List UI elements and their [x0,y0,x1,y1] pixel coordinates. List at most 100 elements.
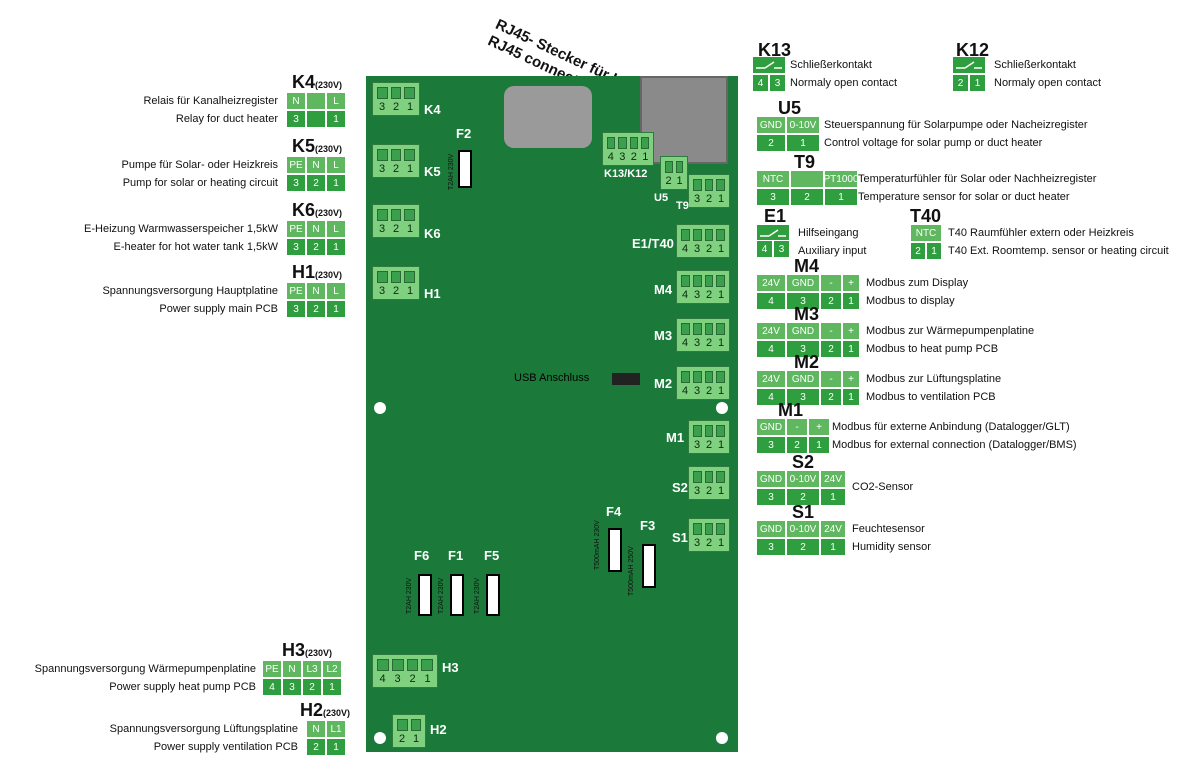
desc-e1-en: Auxiliary input [798,245,867,257]
desc-t9-de: Temperaturfühler für Solar oder Nachheiz… [858,173,1097,185]
rj45-port[interactable] [640,76,728,164]
pin-num: 2 [786,436,808,454]
desc-t40-de: T40 Raumfühler extern oder Heizkreis [948,227,1134,239]
title-k12: K12 [956,40,990,60]
pin-num: 2 [820,388,842,406]
desc-m3: Modbus zur Wärmepumpenplatine Modbus to … [866,322,1034,358]
fuse-rating-f6: T2AH 230V [406,577,413,614]
pin-table-k5: PE N L 3 2 1 [286,156,346,192]
pin-head: PE [286,282,306,300]
pin-head: L [326,282,346,300]
pin-num: 2 [302,678,322,696]
title-k4: K4(230V) [292,72,343,92]
pin-num: 1 [824,188,858,206]
pin-head: 24V [756,274,786,292]
pin-head: L [326,156,346,174]
pin-num: 2 [786,488,820,506]
usb-port[interactable] [612,373,640,385]
pin-head: GND [756,418,786,436]
desc-m4-de: Modbus zum Display [866,277,969,289]
pin-num: 2 [820,292,842,310]
pin-num: 2 [790,188,824,206]
fuse-rating-f4: T500mAH 230V [594,520,601,570]
desc-k12-en: Normaly open contact [994,77,1101,89]
pin-head: L1 [326,720,346,738]
pin-head: L3 [302,660,322,678]
desc-m2: Modbus zur Lüftungsplatine Modbus to ven… [866,370,1001,406]
pin-head: N [306,156,326,174]
desc-m1-de: Modbus für externe Anbindung (Datalogger… [832,421,1070,433]
board-label-k13-k12: K13/K12 [604,168,648,180]
desc-h1: Spannungsversorgung Hauptplatine Power s… [102,282,278,318]
pin-num: 2 [306,300,326,318]
title-e1: E1 [764,206,787,226]
desc-h1-en: Power supply main PCB [159,303,278,315]
pin-table-k6: PE N L 3 2 1 [286,220,346,256]
desc-k5: Pumpe für Solar- oder Heizkreis Pump for… [121,156,278,192]
pin-table-k13: 4 3 [752,74,786,92]
title-k13: K13 [758,40,792,60]
pin-num: 2 [952,74,969,92]
pin-head: PE [286,156,306,174]
pin-table-s1: GND 0-10V 24V 3 2 1 [756,520,846,556]
pin-num: 2 [306,738,326,756]
pin-num: 1 [326,238,346,256]
pin-head: GND [756,116,786,134]
pin-head: 0-10V [786,116,820,134]
desc-k12: Schließerkontakt Normaly open contact [994,56,1101,92]
pin-table-h1: PE N L 3 2 1 [286,282,346,318]
title-t9: T9 [794,152,816,172]
pin-num: 1 [322,678,342,696]
pin-num: 1 [786,134,820,152]
desc-h3-en: Power supply heat pump PCB [109,681,256,693]
pin-head: GND [756,470,786,488]
fuse-f5 [486,574,500,616]
pin-table-u5: GND 0-10V 2 1 [756,116,820,152]
desc-h1-de: Spannungsversorgung Hauptplatine [102,285,278,297]
board-label-m4: M4 [654,282,673,297]
pin-table-t40: 2 1 [910,242,942,260]
pin-head: 24V [820,520,846,538]
fuse-f1 [450,574,464,616]
pin-head: N [306,720,326,738]
pin-head: NTC [756,170,790,188]
fuse-label-f2: F2 [456,126,472,141]
pin-num: 1 [842,340,860,358]
pin-num: 4 [756,240,773,258]
fuse-f3 [642,544,656,588]
mount-hole [374,402,386,414]
pin-head: L [326,220,346,238]
pin-num: 4 [752,74,769,92]
pin-head: + [842,370,860,388]
pin-head: - [820,274,842,292]
pin-num: 4 [756,388,786,406]
pin-head: - [786,418,808,436]
desc-k4-en: Relay for duct heater [175,113,278,125]
pin-num: 3 [286,110,306,128]
fuse-rating-f3: T500mAH 250V [628,546,635,596]
pin-head: 24V [820,470,846,488]
title-t40: T40 [910,206,942,226]
pin-table-m3: 24V GND - + 4 3 2 1 [756,322,860,358]
fuse-label-f6: F6 [414,548,430,563]
board-label-t9: T9 [676,200,689,212]
fuse-f6 [418,574,432,616]
desc-k13: Schließerkontakt Normaly open contact [790,56,897,92]
desc-m2-de: Modbus zur Lüftungsplatine [866,373,1002,385]
